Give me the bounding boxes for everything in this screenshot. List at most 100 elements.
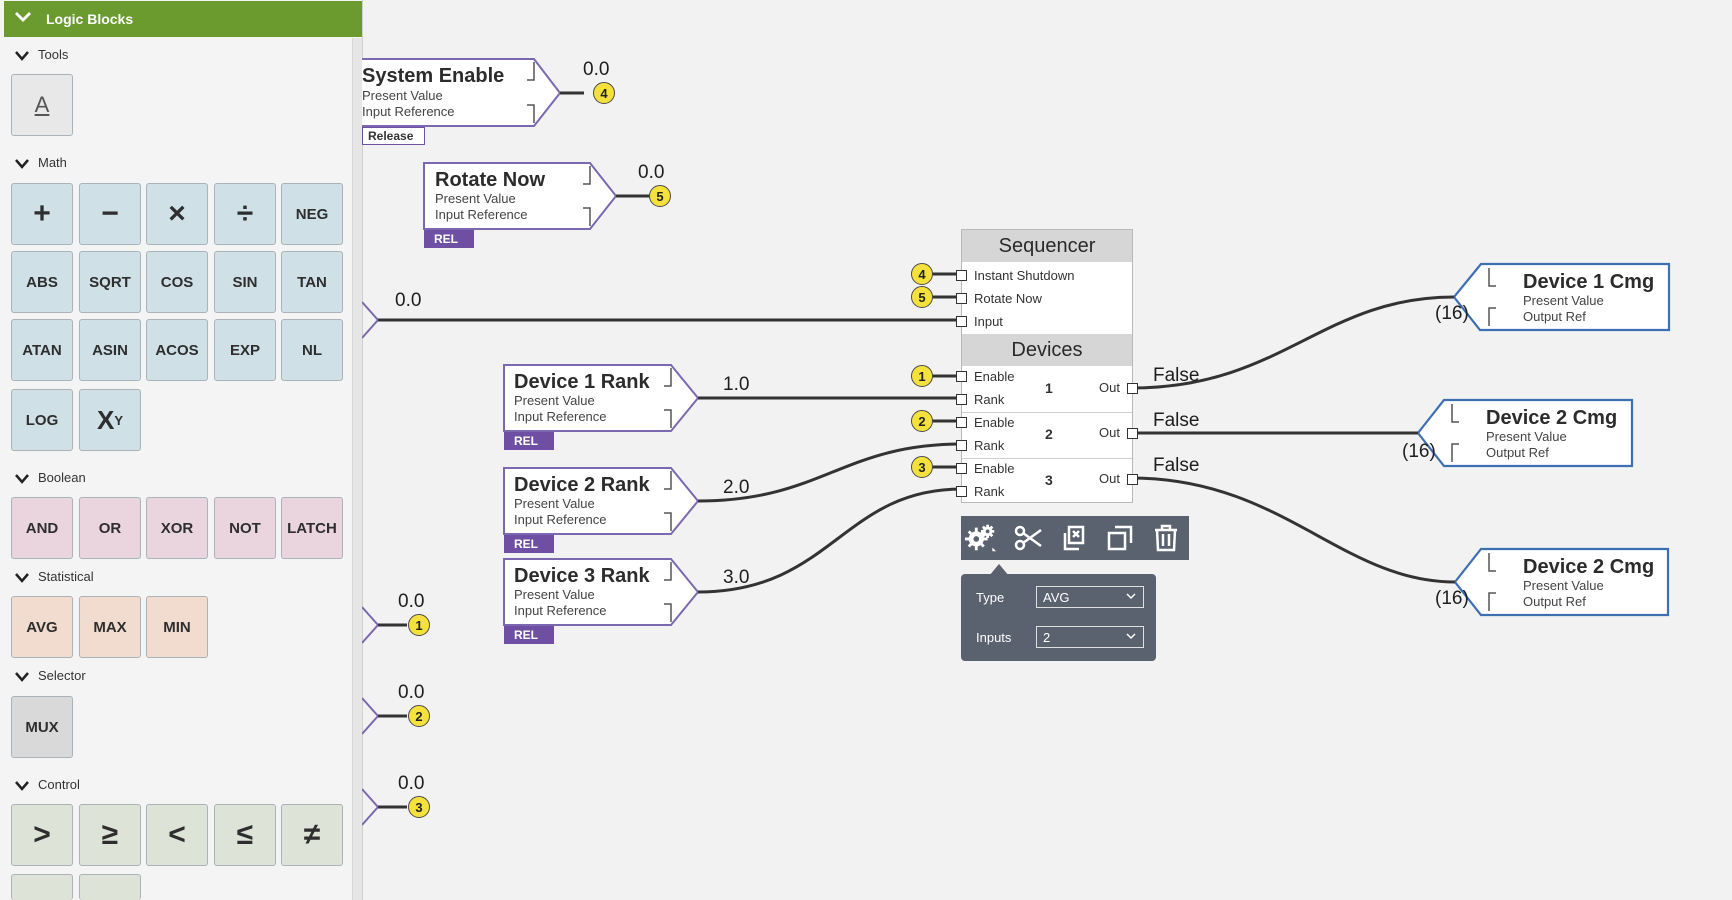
device3-rank-wire [697,487,963,594]
sin-block-button[interactable]: SIN [214,251,276,313]
device2-out-port[interactable] [1127,428,1138,439]
devices-title: Devices [962,334,1132,366]
nl-block-button[interactable]: NL [281,319,343,381]
latch-block-button[interactable]: LATCH [281,497,343,559]
greater-than-block-button[interactable]: > [11,804,73,866]
copy-button[interactable] [1057,522,1091,554]
log-block-button[interactable]: LOG [11,389,73,451]
chevron-down-icon [1126,633,1136,640]
block-toolbar [961,516,1189,560]
device2-enable-badge[interactable]: 2 [911,410,933,432]
greater-equal-block-button[interactable]: ≥ [79,804,141,866]
exp-block-button[interactable]: EXP [214,319,276,381]
subtract-block-button[interactable]: − [79,183,141,245]
asin-block-button[interactable]: ASIN [79,319,141,381]
control-tile-partial[interactable] [79,874,141,900]
sequencer-block[interactable]: Sequencer Instant Shutdown Rotate Now In… [956,229,1138,503]
selector-section-header[interactable]: Selector [14,668,86,683]
left-input1-badge[interactable]: 1 [408,614,430,636]
device2-rank-title[interactable]: Device 2 Rank [514,474,650,496]
xor-block-button[interactable]: XOR [146,497,208,559]
device3-rank-value: 3.0 [723,567,750,588]
inputs-select[interactable]: 2 [1036,626,1144,648]
device1-enable-port[interactable] [956,371,967,382]
device2-rank-rel-tag[interactable]: REL [504,535,554,553]
rotate-now-rel-tag[interactable]: REL [424,230,474,248]
instant-shutdown-port[interactable] [956,270,967,281]
logic-blocks-header[interactable]: Logic Blocks [4,1,362,37]
control-section-header[interactable]: Control [14,777,80,792]
device1-out-port[interactable] [1127,383,1138,394]
settings-button[interactable] [964,522,998,554]
device1-enable-badge[interactable]: 1 [911,365,933,387]
add-block-button[interactable]: + [11,183,73,245]
min-block-button[interactable]: MIN [146,596,208,658]
left-input3-badge[interactable]: 3 [408,796,430,818]
tan-block-button[interactable]: TAN [281,251,343,313]
system-enable-badge[interactable]: 4 [593,82,615,104]
type-select[interactable]: AVG [1036,586,1144,608]
system-enable-release-tag[interactable]: Release [362,127,425,145]
device1-rank-rel-tag[interactable]: REL [504,432,554,450]
cos-block-button[interactable]: COS [146,251,208,313]
rotate-now-value: 0.0 [638,162,665,183]
input-wire-value: 0.0 [395,290,422,311]
left-input2-badge[interactable]: 2 [408,705,430,727]
device2-rank-port[interactable] [956,440,967,451]
device1-cmg-title[interactable]: Device 1 Cmg [1523,271,1655,293]
cut-button[interactable] [1011,522,1045,554]
abs-block-button[interactable]: ABS [11,251,73,313]
system-enable-title[interactable]: System Enable [362,65,505,87]
device3-enable-badge[interactable]: 3 [911,456,933,478]
rotate-now-title[interactable]: Rotate Now [435,169,545,191]
not-equal-block-button[interactable]: ≠ [281,804,343,866]
delete-button[interactable] [1149,522,1183,554]
device2-enable-port[interactable] [956,417,967,428]
tools-section-header[interactable]: Tools [14,47,68,62]
device3-out-port[interactable] [1127,474,1138,485]
device1-rank-label: Rank [974,392,1005,407]
mux-block-button[interactable]: MUX [11,696,73,758]
atan-block-button[interactable]: ATAN [11,319,73,381]
logic-canvas[interactable]: System Enable Present Value Input Refere… [362,0,1732,900]
math-section-header[interactable]: Math [14,155,67,170]
device1-rank-title[interactable]: Device 1 Rank [514,371,650,393]
device1-enable-label: Enable [974,369,1015,384]
not-block-button[interactable]: NOT [214,497,276,559]
less-equal-block-button[interactable]: ≤ [214,804,276,866]
text-tool-button[interactable]: A [11,74,73,136]
device3-rank-rel-tag[interactable]: REL [504,626,554,644]
device3-rank-title[interactable]: Device 3 Rank [514,565,650,587]
acos-block-button[interactable]: ACOS [146,319,208,381]
rotate-now-seq-badge[interactable]: 5 [911,286,933,308]
device3-rank-block-shape [503,558,700,626]
device2-cmg-title[interactable]: Device 2 Cmg [1486,407,1618,429]
rotate-now-port[interactable] [956,293,967,304]
sidebar-scrollbar[interactable] [352,38,362,900]
and-block-button[interactable]: AND [11,497,73,559]
device3-cmg-title[interactable]: Device 2 Cmg [1523,556,1655,578]
device3-rank-port[interactable] [956,486,967,497]
input-port[interactable] [956,316,967,327]
neg-block-button[interactable]: NEG [281,183,343,245]
control-tile-partial[interactable] [11,874,73,900]
multiply-block-button[interactable]: × [146,183,208,245]
avg-block-button[interactable]: AVG [11,596,73,658]
device1-rank-port[interactable] [956,394,967,405]
sqrt-block-button[interactable]: SQRT [79,251,141,313]
less-than-block-button[interactable]: < [146,804,208,866]
row-divider [962,412,1132,413]
max-block-button[interactable]: MAX [79,596,141,658]
device3-enable-port[interactable] [956,463,967,474]
instant-shutdown-badge[interactable]: 4 [911,263,933,285]
duplicate-button[interactable] [1103,522,1137,554]
boolean-section-header[interactable]: Boolean [14,470,86,485]
rotate-now-badge[interactable]: 5 [649,185,671,207]
or-block-button[interactable]: OR [79,497,141,559]
device3-enable-label: Enable [974,461,1015,476]
device2-cmg-block-shape [1416,398,1634,468]
type-select-value: AVG [1043,590,1070,605]
divide-block-button[interactable]: ÷ [214,183,276,245]
statistical-section-header[interactable]: Statistical [14,569,94,584]
